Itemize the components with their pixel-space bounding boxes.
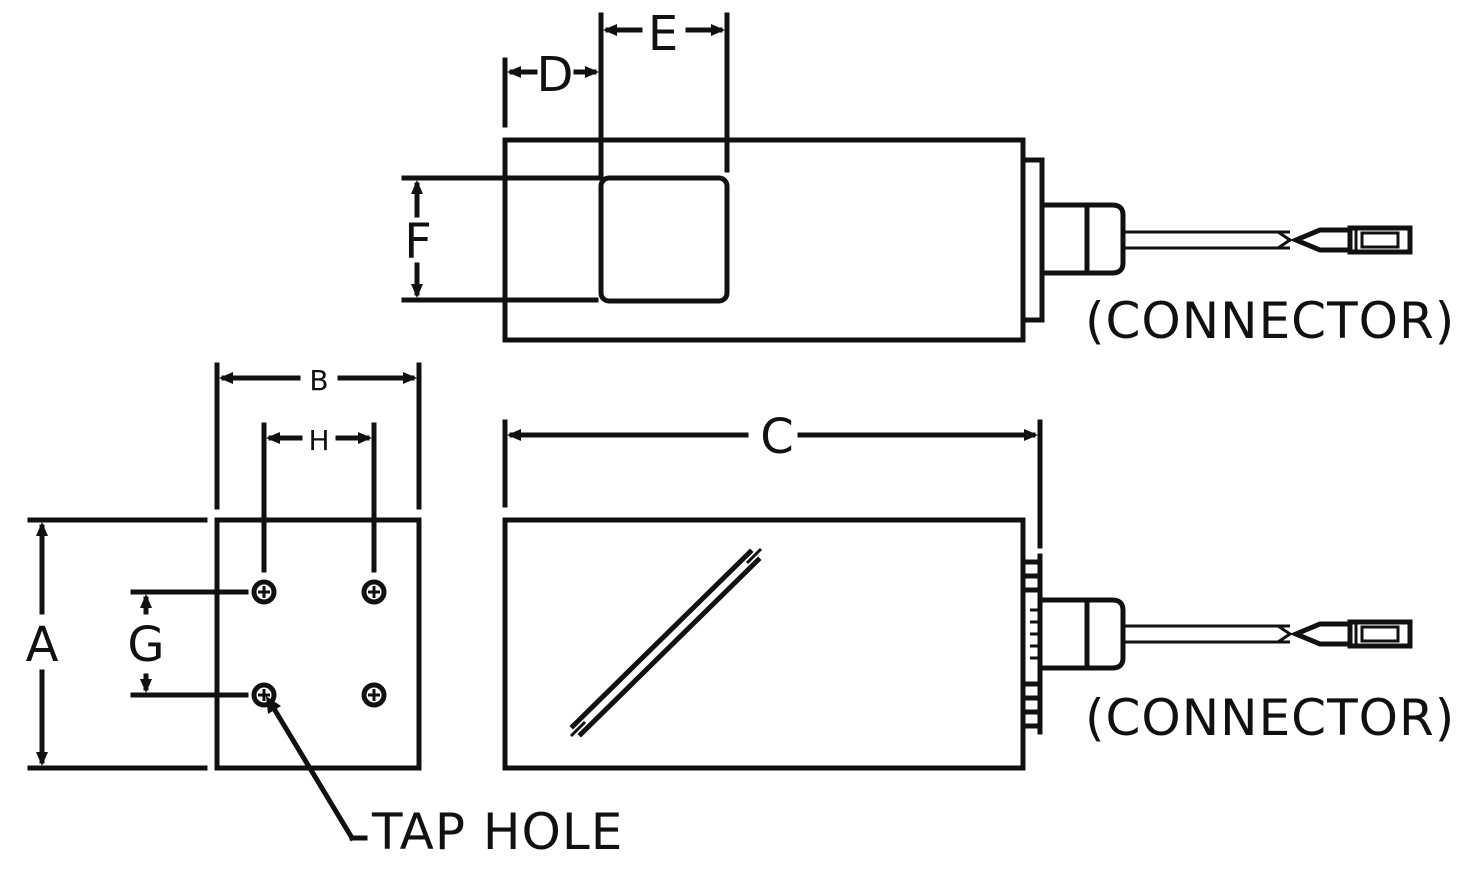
label-e: E bbox=[648, 6, 678, 62]
label-f: F bbox=[404, 214, 432, 270]
side-view-connector-cap bbox=[1084, 597, 1126, 671]
tap-hole-top-right bbox=[361, 579, 387, 605]
end-view-body bbox=[214, 517, 422, 771]
top-view-connector-boot bbox=[1039, 202, 1090, 276]
dimension-a: A bbox=[26, 517, 208, 771]
connector-label-bottom: (CONNECTOR) bbox=[1085, 689, 1455, 747]
top-view-window bbox=[598, 175, 730, 304]
dimension-f: F bbox=[401, 175, 599, 303]
top-view-terminal-icon bbox=[1289, 227, 1353, 253]
side-view-terminal-icon bbox=[1289, 621, 1353, 647]
label-b: B bbox=[309, 364, 328, 397]
side-view: C (CONNECTOR) bbox=[502, 409, 1455, 771]
side-view-body bbox=[502, 517, 1026, 771]
tap-hole-top-left bbox=[251, 579, 277, 605]
tap-hole-bottom-right bbox=[361, 682, 387, 708]
end-view: B H A G bbox=[26, 362, 623, 861]
tap-hole-leader bbox=[266, 696, 368, 842]
tap-hole-label: TAP HOLE bbox=[371, 803, 623, 861]
plunger-diagonal bbox=[569, 547, 763, 738]
label-c: C bbox=[760, 409, 794, 465]
label-a: A bbox=[26, 617, 59, 673]
dimension-b: B bbox=[214, 362, 422, 510]
dimension-h: H bbox=[261, 422, 377, 573]
label-g: G bbox=[127, 617, 164, 673]
label-d: D bbox=[537, 47, 574, 103]
connector-fins bbox=[1020, 553, 1043, 735]
side-view-connector-boot bbox=[1037, 597, 1090, 671]
tap-hole-bottom-left bbox=[251, 682, 277, 708]
dimension-d: D bbox=[502, 12, 604, 181]
label-h: H bbox=[308, 424, 329, 457]
top-view-connector-cap bbox=[1084, 202, 1126, 276]
top-view: D E F (CONNECTOR) bbox=[401, 6, 1455, 350]
dimension-g: G bbox=[127, 589, 249, 698]
top-view-body bbox=[502, 137, 1026, 343]
top-view-flange bbox=[1020, 157, 1045, 323]
dimension-e: E bbox=[603, 6, 730, 173]
dimension-c: C bbox=[502, 409, 1043, 549]
connector-label-top: (CONNECTOR) bbox=[1085, 292, 1455, 350]
